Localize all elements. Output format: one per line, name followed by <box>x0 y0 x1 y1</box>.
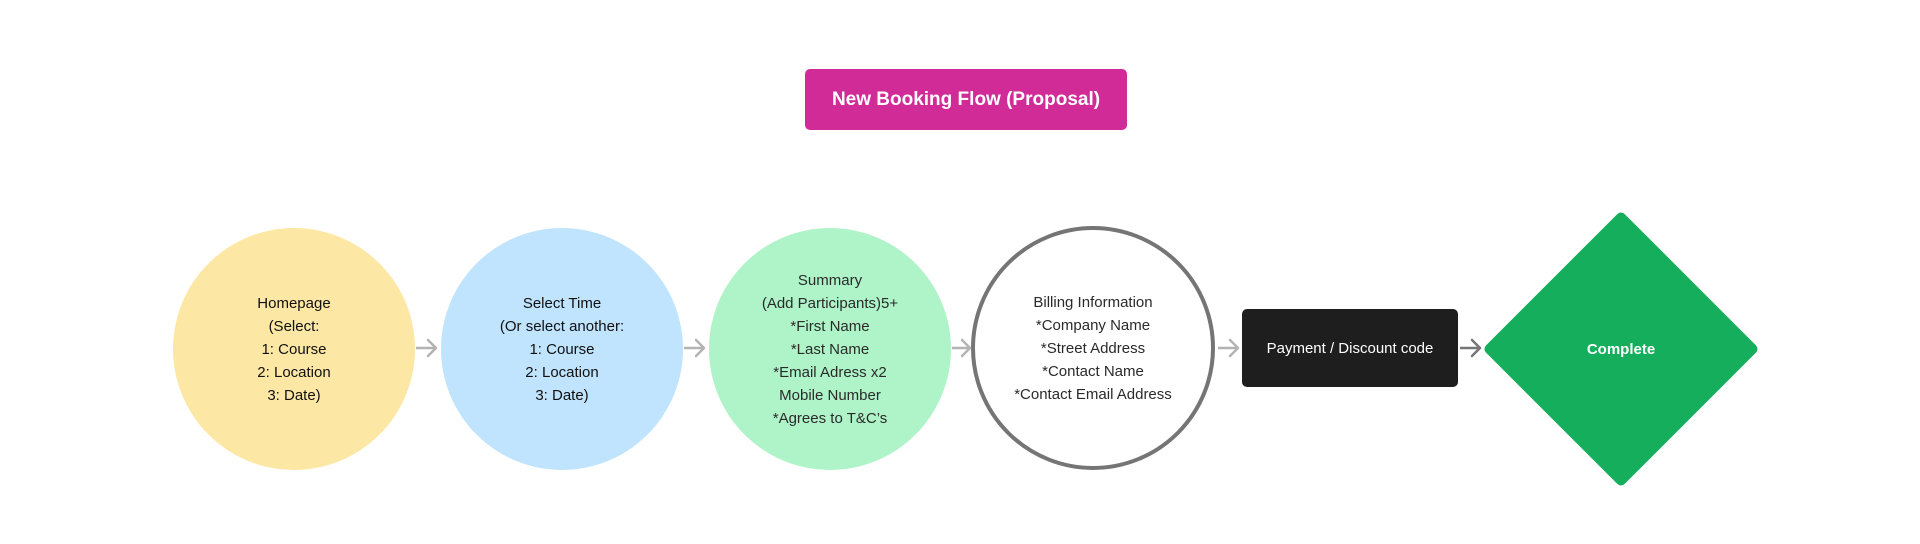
connector-billing-payment <box>1218 338 1240 358</box>
connector-payment-complete <box>1460 338 1482 358</box>
node-line: (Add Participants)5+ <box>761 294 899 312</box>
node-line: *Last Name <box>790 340 870 358</box>
node-line: Mobile Number <box>779 386 881 404</box>
node-line: 2: Location <box>525 363 599 381</box>
node-line: *Contact Name <box>1042 362 1144 380</box>
node-line: *Contact Email Address <box>1014 385 1172 403</box>
connector-summary-billing <box>952 338 972 358</box>
node-payment[interactable]: Payment / Discount code <box>1242 309 1458 387</box>
node-line: *First Name <box>790 317 870 335</box>
node-line: 1: Course <box>529 340 595 358</box>
flow-title: New Booking Flow (Proposal) <box>805 69 1127 130</box>
node-line: Homepage <box>257 294 331 312</box>
node-line: 1: Course <box>261 340 327 358</box>
node-label: Payment / Discount code <box>1266 339 1434 357</box>
node-line: Summary <box>797 271 863 289</box>
node-complete[interactable]: Complete <box>1482 210 1760 488</box>
node-line: Billing Information <box>1033 293 1153 311</box>
node-line: 2: Location <box>257 363 331 381</box>
node-line: 3: Date) <box>535 386 589 404</box>
node-line: (Or select another: <box>499 317 625 335</box>
node-line: *Email Adress x2 <box>773 363 887 381</box>
node-line: Select Time <box>522 294 602 312</box>
node-line: *Company Name <box>1035 316 1151 334</box>
connector-select-time-summary <box>684 338 706 358</box>
node-homepage[interactable]: Homepage (Select: 1: Course 2: Location … <box>173 228 415 470</box>
node-line: *Street Address <box>1040 339 1146 357</box>
node-line: (Select: <box>268 317 320 335</box>
connector-homepage-select-time <box>416 338 438 358</box>
node-line: 3: Date) <box>267 386 321 404</box>
node-line: *Agrees to T&C’s <box>772 409 888 427</box>
node-summary[interactable]: Summary (Add Participants)5+ *First Name… <box>709 228 951 470</box>
node-label: Complete <box>1586 340 1656 358</box>
node-billing[interactable]: Billing Information *Company Name *Stree… <box>971 226 1215 470</box>
node-select-time[interactable]: Select Time (Or select another: 1: Cours… <box>441 228 683 470</box>
